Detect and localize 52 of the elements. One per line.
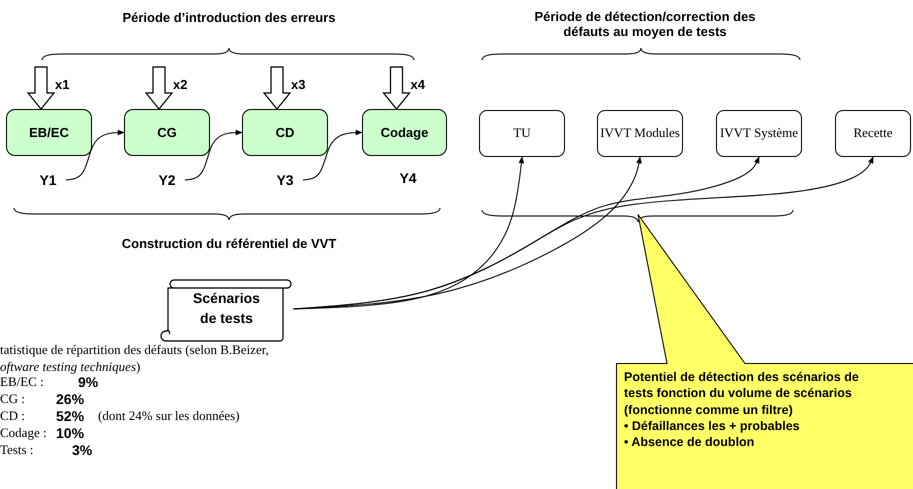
output-label: Y1 (33, 170, 63, 190)
edge-label: x2 (173, 77, 188, 92)
edge-label: x4 (410, 77, 425, 92)
output-label: Y3 (270, 170, 300, 190)
percentage-value: 10% (56, 425, 84, 441)
test-phase-box (716, 110, 802, 157)
block-arrow (144, 66, 174, 110)
box-label: CD (276, 125, 294, 140)
category-label: EB/EC : (0, 374, 44, 390)
process-box (124, 109, 210, 156)
box-label: Recette (854, 126, 892, 141)
box-label: TU (513, 126, 531, 141)
process-box (242, 109, 328, 156)
arrow (66, 130, 125, 180)
callout-box (616, 214, 913, 489)
process-box (6, 109, 92, 156)
heading: Période de détection/correction des défauts au moyen de tests (533, 9, 757, 39)
category-label: CD : (0, 408, 25, 424)
output-label: Y4 (398, 170, 418, 186)
test-phase-box (479, 110, 565, 157)
note-text: tatistique de répartition des défauts (selon B.Beizer, oftware testing techniques) (0, 341, 270, 375)
category-label: Codage : (0, 425, 47, 441)
test-phase-box (835, 110, 911, 157)
percentage-value: 26% (56, 391, 84, 407)
category-label: CG : (0, 391, 25, 407)
box-label: Scénarios de tests (192, 289, 261, 328)
box-label: IVVT Système (720, 126, 798, 141)
percentage-value: 52% (56, 408, 84, 424)
percentage-value: 3% (72, 442, 92, 458)
category-label: Tests : (0, 442, 34, 458)
test-phase-box (597, 110, 683, 157)
bullet-item: • Absence de doublon (624, 434, 754, 450)
block-arrow (262, 66, 292, 110)
box-label: Codage (380, 125, 428, 140)
callout-text: Potentiel de détection des scénarios de tests fonction du volume de scénarios (fonctionne comme un filtre) (624, 369, 860, 418)
bullet-item: • Défaillances les + probables (624, 418, 800, 434)
process-box (362, 109, 447, 156)
heading: Construction du référentiel de VVT (120, 236, 338, 251)
arrow (302, 130, 363, 180)
box-label: EB/EC (29, 125, 69, 140)
heading: Période d’introduction des erreurs (121, 10, 337, 25)
box-label: CG (157, 125, 177, 140)
percentage-value: 9% (78, 374, 98, 390)
block-arrow (26, 66, 56, 110)
edge-label: x1 (55, 77, 70, 92)
arrow (184, 130, 243, 180)
note-text: (dont 24% sur les données) (98, 408, 240, 424)
block-arrow (382, 66, 411, 110)
box-label: IVVT Modules (600, 126, 680, 141)
output-label: Y2 (152, 170, 182, 190)
arrow (292, 156, 874, 310)
edge-label: x3 (291, 77, 306, 92)
